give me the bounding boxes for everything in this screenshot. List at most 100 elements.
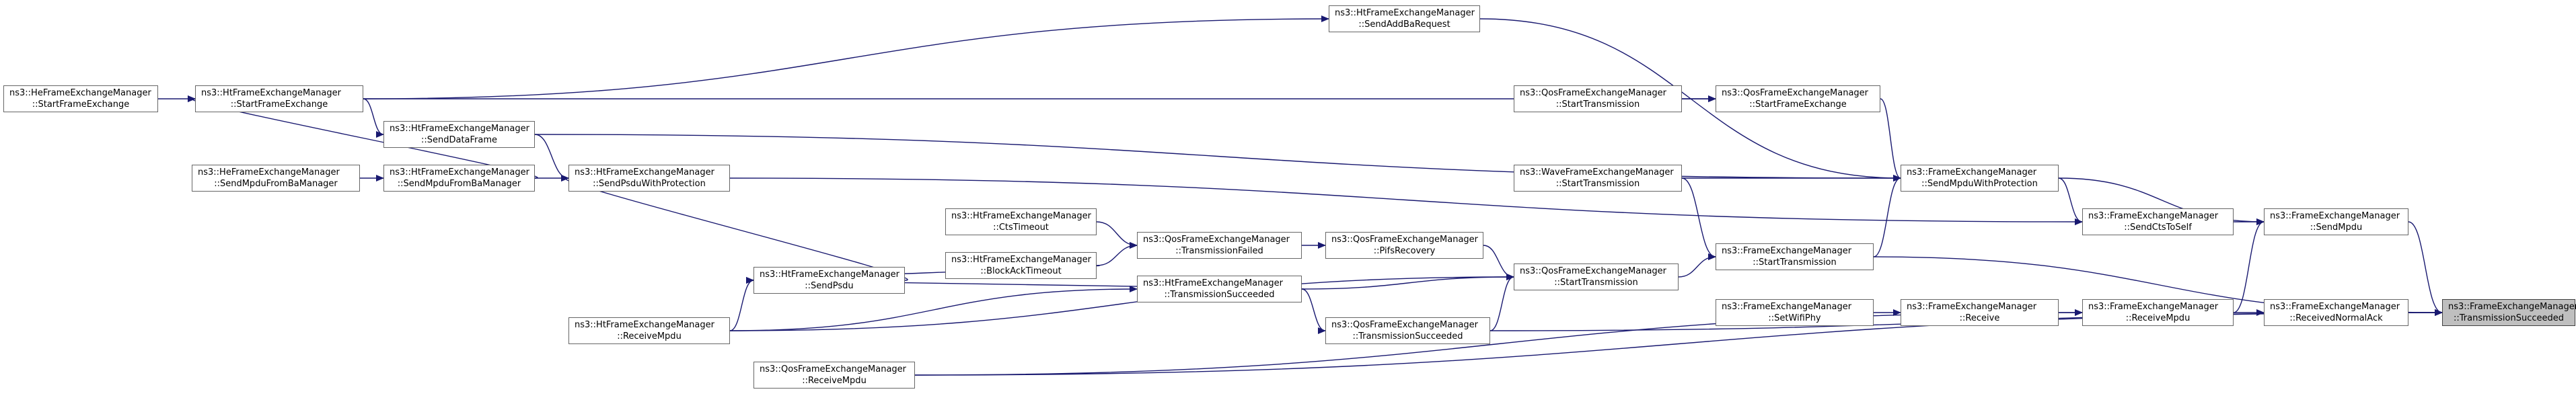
graph-node-ht-data[interactable]: ns3::HtFrameExchangeManager::SendDataFra…: [383, 121, 535, 148]
graph-node-fem-tx-succ: ns3::FrameExchangeManager::TransmissionS…: [2442, 299, 2576, 326]
node-class-label: ns3::HtFrameExchangeManager: [390, 167, 529, 177]
node-class-label: ns3::QosFrameExchangeManager: [1143, 235, 1290, 245]
node-class-label: ns3::HtFrameExchangeManager: [760, 270, 899, 280]
node-class-label: ns3::QosFrameExchangeManager: [760, 364, 907, 374]
node-class-label: ns3::HtFrameExchangeManager: [951, 211, 1091, 221]
call-edge-fem_send_mpdu-to-fem_tx_succ: [2408, 221, 2443, 316]
graph-node-qos-sfe[interactable]: ns3::QosFrameExchangeManager::StartFrame…: [1716, 85, 1880, 112]
node-method-label: ::Receive: [1959, 313, 2000, 323]
node-class-label: ns3::HtFrameExchangeManager: [201, 88, 341, 98]
node-method-label: ::PifsRecovery: [1373, 246, 1436, 256]
call-edge-ht_cts_to-to-qos_tx_failed: [1096, 221, 1138, 249]
node-class-label: ns3::QosFrameExchangeManager: [1331, 320, 1479, 330]
graph-node-qos-pifs[interactable]: ns3::QosFrameExchangeManager::PifsRecove…: [1325, 232, 1483, 259]
call-edge-ht_tx_succ-to-qos_tx_succ: [1301, 288, 1326, 334]
graph-node-ht-recv-mpdu[interactable]: ns3::HtFrameExchangeManager::ReceiveMpdu: [568, 317, 730, 344]
graph-node-fem-set-phy[interactable]: ns3::FrameExchangeManager::SetWifiPhy: [1716, 299, 1874, 326]
node-class-label: ns3::WaveFrameExchangeManager: [1520, 167, 1674, 177]
node-class-label: ns3::QosFrameExchangeManager: [1722, 88, 1869, 98]
graph-node-qos-st-tx[interactable]: ns3::QosFrameExchangeManager::StartTrans…: [1514, 85, 1682, 112]
call-edge-ht_data-to-fem_mpdu_prot: [534, 134, 1901, 181]
call-edge-qos_st_tx2-to-fem_st_tx: [1678, 253, 1716, 278]
call-edge-ht_recv_mpdu-to-ht_tx_succ: [729, 286, 1138, 331]
node-method-label: ::BlockAckTimeout: [980, 266, 1062, 276]
node-method-label: ::ReceiveMpdu: [2125, 313, 2191, 323]
node-method-label: ::SendCtsToSelf: [2124, 222, 2192, 233]
graph-node-ht-psdu-prot[interactable]: ns3::HtFrameExchangeManager::SendPsduWit…: [568, 165, 730, 192]
graph-node-ht-mpdu-ba[interactable]: ns3::HtFrameExchangeManager::SendMpduFro…: [383, 165, 535, 192]
node-class-label: ns3::HtFrameExchangeManager: [951, 255, 1091, 265]
call-edge-ht_recv_mpdu-to-qos_st_tx2: [729, 274, 1514, 331]
node-method-label: ::ReceivedNormalAck: [2289, 313, 2383, 323]
graph-node-fem-st-tx[interactable]: ns3::FrameExchangeManager::StartTransmis…: [1716, 243, 1874, 270]
node-class-label: ns3::FrameExchangeManager: [1907, 167, 2037, 177]
call-edge-wave_st_tx-to-fem_st_tx: [1681, 177, 1716, 260]
node-method-label: ::StartTransmission: [1555, 179, 1640, 189]
graph-node-fem-receive[interactable]: ns3::FrameExchangeManager::Receive: [1901, 299, 2059, 326]
graph-node-qos-st-tx2[interactable]: ns3::QosFrameExchangeManager::StartTrans…: [1514, 263, 1679, 290]
node-class-label: ns3::HeFrameExchangeManager: [198, 167, 340, 177]
graph-node-qos-tx-succ[interactable]: ns3::QosFrameExchangeManager::Transmissi…: [1325, 317, 1490, 344]
graph-node-he-mpdu-ba[interactable]: ns3::HeFrameExchangeManager::SendMpduFro…: [192, 165, 360, 192]
node-method-label: ::SendPsdu: [805, 281, 854, 291]
graph-node-ht-block-to[interactable]: ns3::HtFrameExchangeManager::BlockAckTim…: [945, 252, 1097, 279]
node-class-label: ns3::FrameExchangeManager: [1722, 246, 1852, 256]
graph-node-qos-recv-mpdu[interactable]: ns3::QosFrameExchangeManager::ReceiveMpd…: [753, 362, 915, 389]
node-class-label: ns3::FrameExchangeManager: [1722, 302, 1852, 312]
node-method-label: ::StartTransmission: [1753, 257, 1837, 268]
node-method-label: ::SendAddBaRequest: [1358, 19, 1450, 30]
node-method-label: ::StartFrameExchange: [1749, 99, 1847, 110]
call-edge-fem_mpdu_prot-to-fem_cts: [2058, 177, 2083, 225]
call-edge-ht_send_psdu-to-ht_psdu_prot: [560, 175, 908, 281]
call-edge-ht_data-to-ht_psdu_prot: [534, 134, 569, 181]
node-method-label: ::SetWifiPhy: [1768, 313, 1821, 323]
graph-node-ht-addba[interactable]: ns3::HtFrameExchangeManager::SendAddBaRe…: [1329, 5, 1480, 32]
graph-node-ht-cts-to[interactable]: ns3::HtFrameExchangeManager::CtsTimeout: [945, 208, 1097, 235]
graph-node-fem-cts[interactable]: ns3::FrameExchangeManager::SendCtsToSelf: [2082, 208, 2234, 235]
graph-node-fem-mpdu-prot[interactable]: ns3::FrameExchangeManager::SendMpduWithP…: [1901, 165, 2059, 192]
graph-node-ht-sft[interactable]: ns3::HtFrameExchangeManager::StartFrameE…: [195, 85, 363, 112]
node-class-label: ns3::QosFrameExchangeManager: [1520, 88, 1667, 98]
node-method-label: ::ReceiveMpdu: [802, 376, 867, 386]
node-class-label: ns3::FrameExchangeManager: [2270, 302, 2400, 312]
node-class-label: ns3::HtFrameExchangeManager: [1143, 278, 1283, 288]
node-class-label: ns3::HtFrameExchangeManager: [1335, 8, 1475, 18]
node-class-label: ns3::HtFrameExchangeManager: [575, 320, 714, 330]
node-class-label: ns3::FrameExchangeManager: [2270, 211, 2400, 221]
node-class-label: ns3::QosFrameExchangeManager: [1331, 235, 1479, 245]
node-method-label: ::SendDataFrame: [420, 135, 498, 145]
node-class-label: ns3::HtFrameExchangeManager: [390, 124, 529, 134]
graph-node-ht-tx-succ[interactable]: ns3::HtFrameExchangeManager::Transmissio…: [1137, 276, 1302, 302]
node-method-label: ::SendMpduFromBaManager: [397, 179, 521, 189]
node-method-label: ::StartTransmission: [1554, 278, 1638, 288]
node-method-label: ::TransmissionSucceeded: [1352, 331, 1463, 341]
node-method-label: ::SendMpduFromBaManager: [214, 179, 338, 189]
call-edge-qos_pifs-to-qos_st_tx2: [1483, 245, 1514, 280]
node-method-label: ::SendMpduWithProtection: [1921, 179, 2038, 189]
call-edge-ht_sft-to-ht_data: [363, 98, 384, 138]
graph-node-wave-st-tx[interactable]: ns3::WaveFrameExchangeManager::StartTran…: [1514, 165, 1682, 192]
node-method-label: ::ReceiveMpdu: [617, 331, 682, 341]
call-edge-ht_recv_mpdu-to-ht_send_psdu: [729, 277, 754, 331]
node-method-label: ::CtsTimeout: [993, 222, 1049, 233]
node-class-label: ns3::QosFrameExchangeManager: [1520, 266, 1667, 276]
graph-node-qos-tx-failed[interactable]: ns3::QosFrameExchangeManager::Transmissi…: [1137, 232, 1302, 259]
graph-node-ht-send-psdu[interactable]: ns3::HtFrameExchangeManager::SendPsdu: [753, 267, 905, 294]
graph-node-fem-send-mpdu[interactable]: ns3::FrameExchangeManager::SendMpdu: [2264, 208, 2408, 235]
call-edge-qos_sfe-to-fem_mpdu_prot: [1880, 98, 1901, 181]
graph-node-he-sft[interactable]: ns3::HeFrameExchangeManager::StartFrameE…: [3, 85, 158, 112]
node-class-label: ns3::FrameExchangeManager: [1907, 302, 2037, 312]
call-edge-ht_psdu_prot-to-fem_cts: [729, 177, 2083, 225]
graph-node-fem-recv-ack[interactable]: ns3::FrameExchangeManager::ReceivedNorma…: [2264, 299, 2408, 326]
call-edge-ht_block_to-to-qos_tx_failed: [1096, 242, 1138, 266]
node-method-label: ::TransmissionSucceeded: [2453, 313, 2565, 323]
node-method-label: ::SendPsduWithProtection: [593, 179, 706, 189]
call-edge-qos_tx_succ-to-qos_st_tx2: [1489, 274, 1514, 331]
graph-node-fem-recv-mpdu[interactable]: ns3::FrameExchangeManager::ReceiveMpdu: [2082, 299, 2234, 326]
node-class-label: ns3::FrameExchangeManager: [2448, 302, 2576, 312]
node-method-label: ::StartFrameExchange: [32, 99, 130, 110]
node-method-label: ::TransmissionFailed: [1175, 246, 1263, 256]
node-class-label: ns3::HtFrameExchangeManager: [575, 167, 714, 177]
